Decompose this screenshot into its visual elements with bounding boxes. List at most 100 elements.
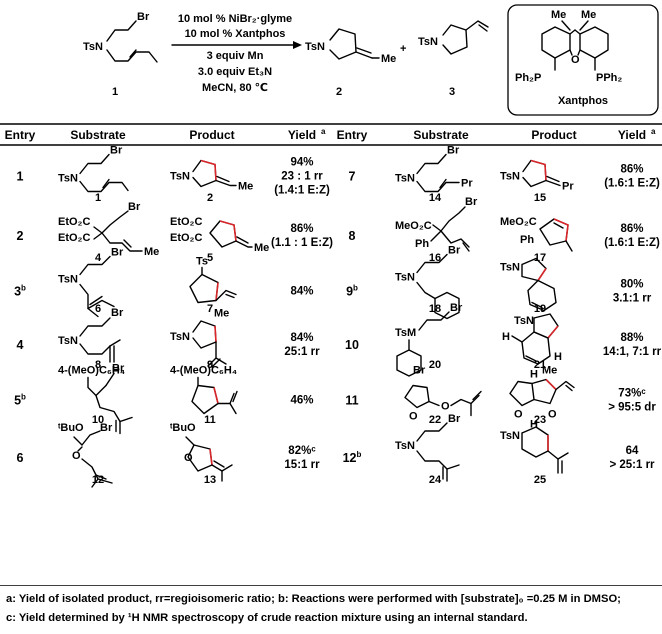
bond [91, 478, 99, 488]
ester-label: EtO₂C [58, 232, 90, 244]
yield-entry-8-line-1: (1.6:1 E:Z) [604, 237, 660, 249]
entry-number: 9b [346, 284, 358, 299]
ester-label: EtO₂C [170, 216, 202, 228]
bond [185, 436, 195, 446]
bond [555, 380, 575, 391]
bond [416, 153, 447, 175]
bond [79, 153, 110, 175]
substrate-number: 10 [92, 414, 104, 426]
product-2-structure: TsN Me 2 [305, 28, 396, 98]
bond [119, 416, 133, 423]
tsn-label: TsN [500, 262, 520, 274]
bond [81, 430, 101, 446]
bond [547, 450, 559, 474]
bond [396, 349, 422, 377]
yield-entry-5-line-0: 46% [290, 395, 313, 407]
bond [109, 339, 121, 347]
bond [95, 474, 107, 480]
bond [432, 224, 442, 232]
me-label: Me [238, 181, 253, 193]
bond [207, 357, 217, 367]
yield-entry-9-line-1: 3.1:1 rr [613, 293, 652, 305]
substrate-number: 20 [429, 359, 441, 371]
bond [553, 222, 564, 229]
bond [553, 218, 569, 242]
bond [87, 376, 107, 397]
product-13-structure [185, 436, 233, 482]
substrate-number: 24 [429, 474, 442, 486]
bond [509, 380, 535, 407]
compound-number: 3 [449, 86, 455, 98]
substrate-22-structure [404, 384, 482, 417]
br-label: Br [447, 145, 460, 157]
bond [77, 446, 83, 452]
header-substrate: Substrate [70, 128, 126, 142]
bond [211, 358, 221, 368]
substrate-1-structure [79, 153, 129, 193]
bond [214, 325, 217, 343]
aryl-label: 4-(MeO)C₆H₄ [170, 365, 237, 377]
bond [189, 273, 219, 304]
yield-entry-7-line-1: (1.6:1 E:Z) [604, 178, 660, 190]
yield-entry-2-line-0: 86% [290, 223, 313, 235]
header-entry: Entry [5, 128, 36, 142]
tsn-label: TsN [305, 41, 325, 53]
ligand-name: Xantphos [558, 95, 608, 107]
footnote-a-b: a: Yield of isolated product, rr=regiois… [6, 593, 621, 605]
header-substrate-right: Substrate [413, 128, 469, 142]
br-label: Br [137, 11, 150, 23]
reaction-scheme: TsN Br 1 10 mol % NiBr₂·glyme 10 mol % X… [83, 4, 659, 116]
ester-label: MeO₂C [395, 220, 432, 232]
bond [428, 400, 440, 407]
header-yield-right: Yield [618, 128, 646, 142]
yield-entry-3-line-0: 84% [290, 286, 313, 298]
yield-entry-6-line-1: 15:1 rr [284, 459, 320, 471]
oxygen-label: O [514, 409, 523, 421]
bond [531, 378, 557, 405]
bond [81, 458, 113, 484]
bond [219, 220, 237, 242]
entry-number: 1 [17, 170, 24, 184]
pph2-label: Ph₂P [515, 72, 541, 84]
substrate-24-structure [416, 422, 460, 482]
me-label: Me [542, 365, 557, 377]
oxygen-label: O [184, 452, 193, 464]
me-label: Me [144, 246, 159, 258]
footnotes: a: Yield of isolated product, rr=regiois… [6, 590, 660, 628]
tbuo-label: ᵗBuO [170, 422, 196, 434]
condition-1: 10 mol % NiBr₂·glyme [178, 13, 292, 25]
h-label: H [554, 351, 562, 363]
bond [211, 464, 223, 472]
br-label: Br [448, 413, 461, 425]
bond [440, 206, 466, 232]
substrate-number: 8 [95, 359, 101, 371]
product-number: 17 [534, 252, 546, 264]
entry-number: 10 [345, 338, 359, 352]
bond [192, 320, 217, 349]
bond [537, 268, 547, 281]
bond [462, 242, 470, 252]
tsn-label: TsN [500, 430, 520, 442]
tsn-label: TsN [83, 41, 103, 53]
product-number: 25 [534, 474, 546, 486]
entry-number: 5b [14, 393, 26, 408]
product-25-structure [521, 426, 569, 474]
br-label: Br [465, 196, 478, 208]
me-label: Me [381, 53, 396, 65]
bond [229, 392, 235, 405]
oxygen-label: O [409, 411, 418, 423]
product-2-structure [192, 159, 237, 188]
yield-entry-4-line-0: 84% [290, 332, 313, 344]
br-label: Br [450, 302, 463, 314]
yield-entry-2-line-1: (1.1 : 1 E:Z) [271, 237, 333, 249]
bond [101, 232, 143, 252]
tsn-label: TsN [170, 171, 190, 183]
bond [235, 240, 253, 248]
yield-entry-1-line-2: (1.4:1 E:Z) [274, 185, 330, 197]
pph2-label: PPh₂ [596, 72, 622, 84]
me-label: Me [214, 308, 229, 320]
